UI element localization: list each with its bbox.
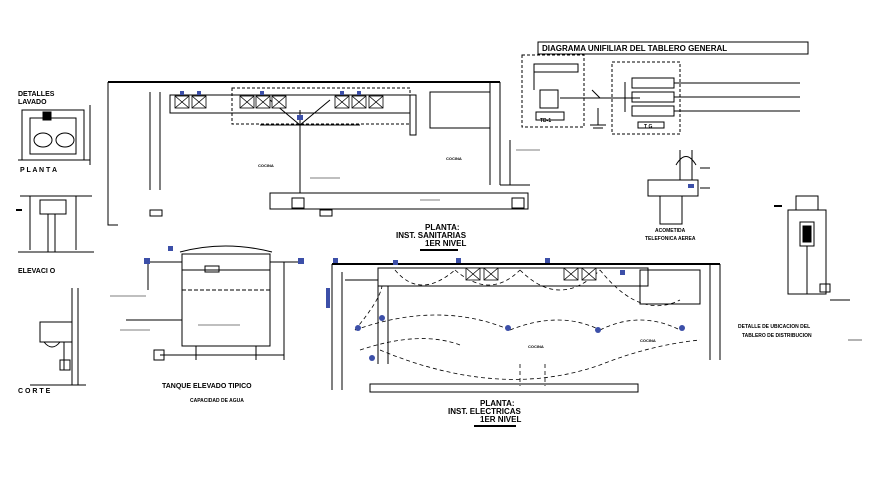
diagrama-unifilar <box>521 41 809 135</box>
label-lavado: LAVADO <box>18 99 47 106</box>
planta-electricas-title-3: 1ER NIVEL <box>480 415 521 424</box>
label-planta-small: P L A N T A <box>20 167 57 174</box>
tanque-blue-marks <box>144 246 304 264</box>
detalle-tablero-title-1: DETALLE DE UBICACION DEL <box>738 324 810 330</box>
tanque-title-2: CAPACIDAD DE AGUA <box>190 398 244 404</box>
sanitary-fixtures <box>174 95 384 109</box>
planta-sanitarias-title-1: PLANTA: <box>425 223 460 232</box>
label-cocina-3: COCINA <box>528 344 544 349</box>
acometida-blue-mark <box>688 184 694 188</box>
label-cocina-2: COCINA <box>446 156 462 161</box>
lavado-details <box>16 105 94 386</box>
annotation-leaders <box>110 149 862 341</box>
acometida-title-1: ACOMETIDA <box>655 228 686 234</box>
diagrama-title: DIAGRAMA UNIFILIAR DEL TABLERO GENERAL <box>542 44 727 53</box>
label-corte: C O R T E <box>18 388 51 395</box>
circuit-wiring <box>354 269 701 386</box>
acometida-detail <box>647 150 710 225</box>
sanitary-blue-marks <box>180 91 361 120</box>
plan-electricas <box>331 263 721 393</box>
tanque-title-1: TANQUE ELEVADO TIPICO <box>162 383 252 390</box>
electric-blue-points <box>326 258 685 361</box>
plan-sanitarias <box>107 81 530 226</box>
tanque-elevado <box>126 245 302 361</box>
planta-electricas-title-2: INST. ELECTRICAS <box>448 407 522 416</box>
planta-electricas-title-1: PLANTA: <box>480 399 515 408</box>
label-cocina-1: COCINA <box>258 163 274 168</box>
electric-fixtures <box>465 267 597 281</box>
label-cocina-4: COCINA <box>640 338 656 343</box>
label-elevacion: ELEVACI O <box>18 268 56 275</box>
label-tg: T G <box>644 124 652 130</box>
planta-sanitarias-title-2: INST. SANITARIAS <box>396 231 467 240</box>
acometida-title-2: TELEFONICA AEREA <box>645 236 696 242</box>
label-td1: TD-1 <box>540 118 551 124</box>
label-detalles: DETALLES <box>18 91 55 98</box>
detalle-tablero <box>774 195 850 301</box>
detalle-tablero-title-2: TABLERO DE DISTRIBUCION <box>742 333 812 339</box>
planta-sanitarias-title-3: 1ER NIVEL <box>425 239 466 248</box>
